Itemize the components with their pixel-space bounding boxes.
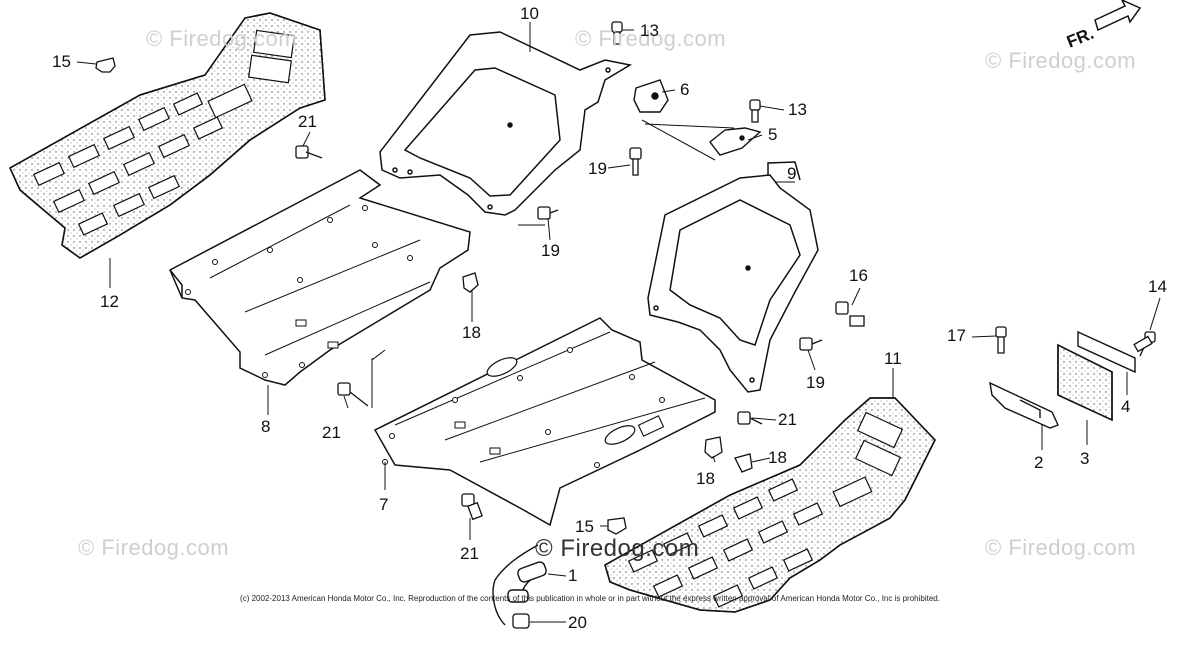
callout-6: 6	[680, 80, 690, 99]
callout-8: 8	[261, 417, 271, 436]
clip-18c-icon	[735, 454, 752, 472]
callout-4: 4	[1121, 397, 1131, 416]
clip-18a-icon	[463, 273, 478, 292]
clip-15b-icon	[608, 518, 626, 534]
callout-21a: 21	[298, 112, 317, 131]
callout-14: 14	[1148, 277, 1167, 296]
watermark: © Firedog.com	[146, 26, 298, 51]
part-11-right-footrest-mat	[605, 398, 935, 612]
part-10-rear-guard	[380, 32, 630, 215]
bolt-19a-icon	[630, 148, 641, 175]
watermark-center: © Firedog.com	[535, 535, 700, 562]
callout-5: 5	[768, 125, 778, 144]
part-12-left-footrest-mat	[10, 13, 325, 258]
bolt-14-icon	[1134, 332, 1155, 356]
callout-17: 17	[947, 326, 966, 345]
callout-18c: 18	[768, 448, 787, 467]
part-1-harness	[493, 545, 548, 625]
callout-18b: 18	[696, 469, 715, 488]
bolt-21c-icon	[738, 412, 762, 424]
callout-2: 2	[1034, 453, 1044, 472]
part-7-center-floor-plate	[375, 318, 715, 525]
bolt-19c-icon	[800, 338, 822, 350]
part-5-bracket	[710, 128, 760, 155]
callout-21d: 21	[460, 544, 479, 563]
callout-16: 16	[849, 266, 868, 285]
part-6-bracket	[634, 80, 668, 112]
clip-15a-icon	[96, 58, 115, 72]
callout-9: 9	[787, 164, 797, 183]
callout-21b: 21	[322, 423, 341, 442]
part-8-left-floor-plate	[170, 170, 470, 385]
callout-18a: 18	[462, 323, 481, 342]
front-direction-arrow-icon	[1095, 0, 1140, 30]
watermark: © Firedog.com	[575, 26, 727, 51]
bolt-20-icon	[513, 614, 529, 628]
watermark: © Firedog.com	[985, 48, 1137, 73]
callout-15b: 15	[575, 517, 594, 536]
callout-12: 12	[100, 292, 119, 311]
watermark: © Firedog.com	[78, 535, 230, 560]
bolt-21b-icon	[338, 383, 368, 406]
clip-18b-icon	[705, 437, 722, 458]
fasteners	[96, 22, 1155, 628]
callout-13a: 13	[640, 21, 659, 40]
callout-15a: 15	[52, 52, 71, 71]
callout-19a: 19	[588, 159, 607, 178]
callout-19c: 19	[806, 373, 825, 392]
part-9-front-guard	[648, 162, 818, 392]
bolt-19b-icon	[538, 207, 558, 219]
copyright-notice: (c) 2002-2013 American Honda Motor Co., …	[240, 594, 940, 603]
bolt-16-icon	[836, 302, 864, 326]
callout-1: 1	[568, 566, 578, 585]
part-4-plate	[1078, 332, 1135, 372]
watermark: © Firedog.com	[985, 535, 1137, 560]
leader-lines	[77, 22, 1160, 622]
bolt-17-icon	[996, 327, 1006, 353]
callout-10: 10	[520, 4, 539, 23]
callout-20: 20	[568, 613, 587, 632]
callout-21c: 21	[778, 410, 797, 429]
callout-7: 7	[379, 495, 389, 514]
bolt-13a-icon	[612, 22, 622, 44]
part-2-bracket	[990, 383, 1058, 428]
callout-13b: 13	[788, 100, 807, 119]
callout-3: 3	[1080, 449, 1090, 468]
callout-11: 11	[884, 349, 902, 368]
bolt-21a-icon	[296, 146, 322, 158]
bolt-21d-icon	[462, 494, 482, 519]
part-3-pad	[1058, 345, 1112, 420]
bolt-13b-icon	[750, 100, 760, 122]
callout-19b: 19	[541, 241, 560, 260]
